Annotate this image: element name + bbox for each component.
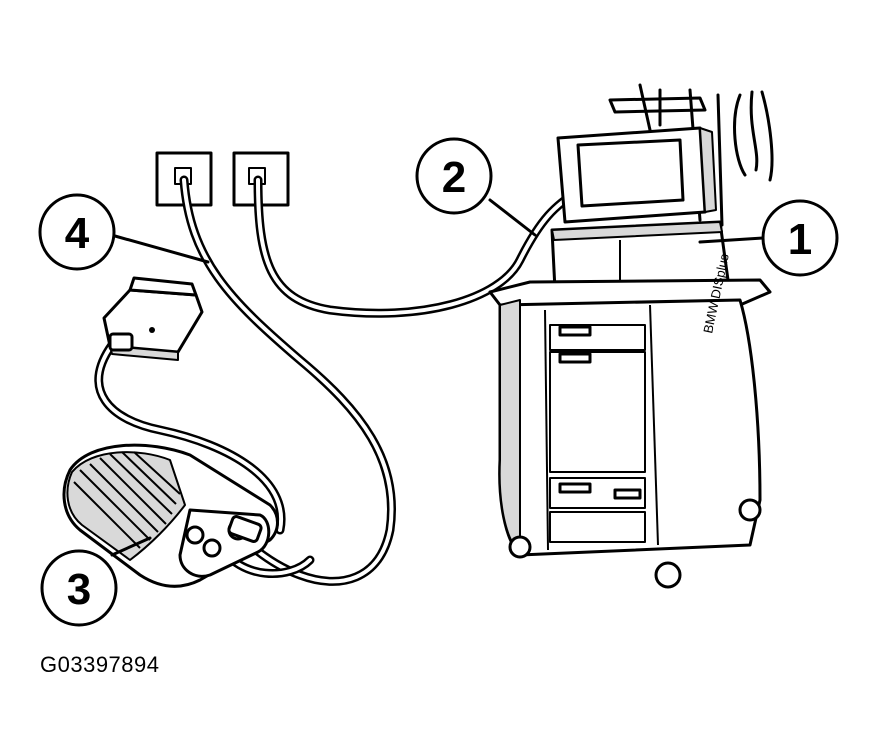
network-cable-to-cart	[253, 175, 585, 318]
obd-connector	[102, 276, 204, 361]
callout-2-number: 2	[442, 153, 466, 202]
diagnostic-cart: BMW DISplus	[488, 83, 774, 589]
callout-3: 3	[40, 549, 118, 627]
callout-leaders	[110, 198, 765, 557]
callout-3-number: 3	[67, 565, 91, 614]
callout-1: 1	[761, 199, 839, 277]
wall-sockets	[155, 151, 290, 207]
callout-2: 2	[415, 137, 493, 215]
callout-1-number: 1	[788, 215, 812, 264]
callout-4: 4	[38, 193, 116, 271]
callout-4-number: 4	[65, 209, 90, 258]
figure-id-label: G03397894	[40, 652, 160, 677]
network-cable-to-interface	[179, 175, 396, 586]
